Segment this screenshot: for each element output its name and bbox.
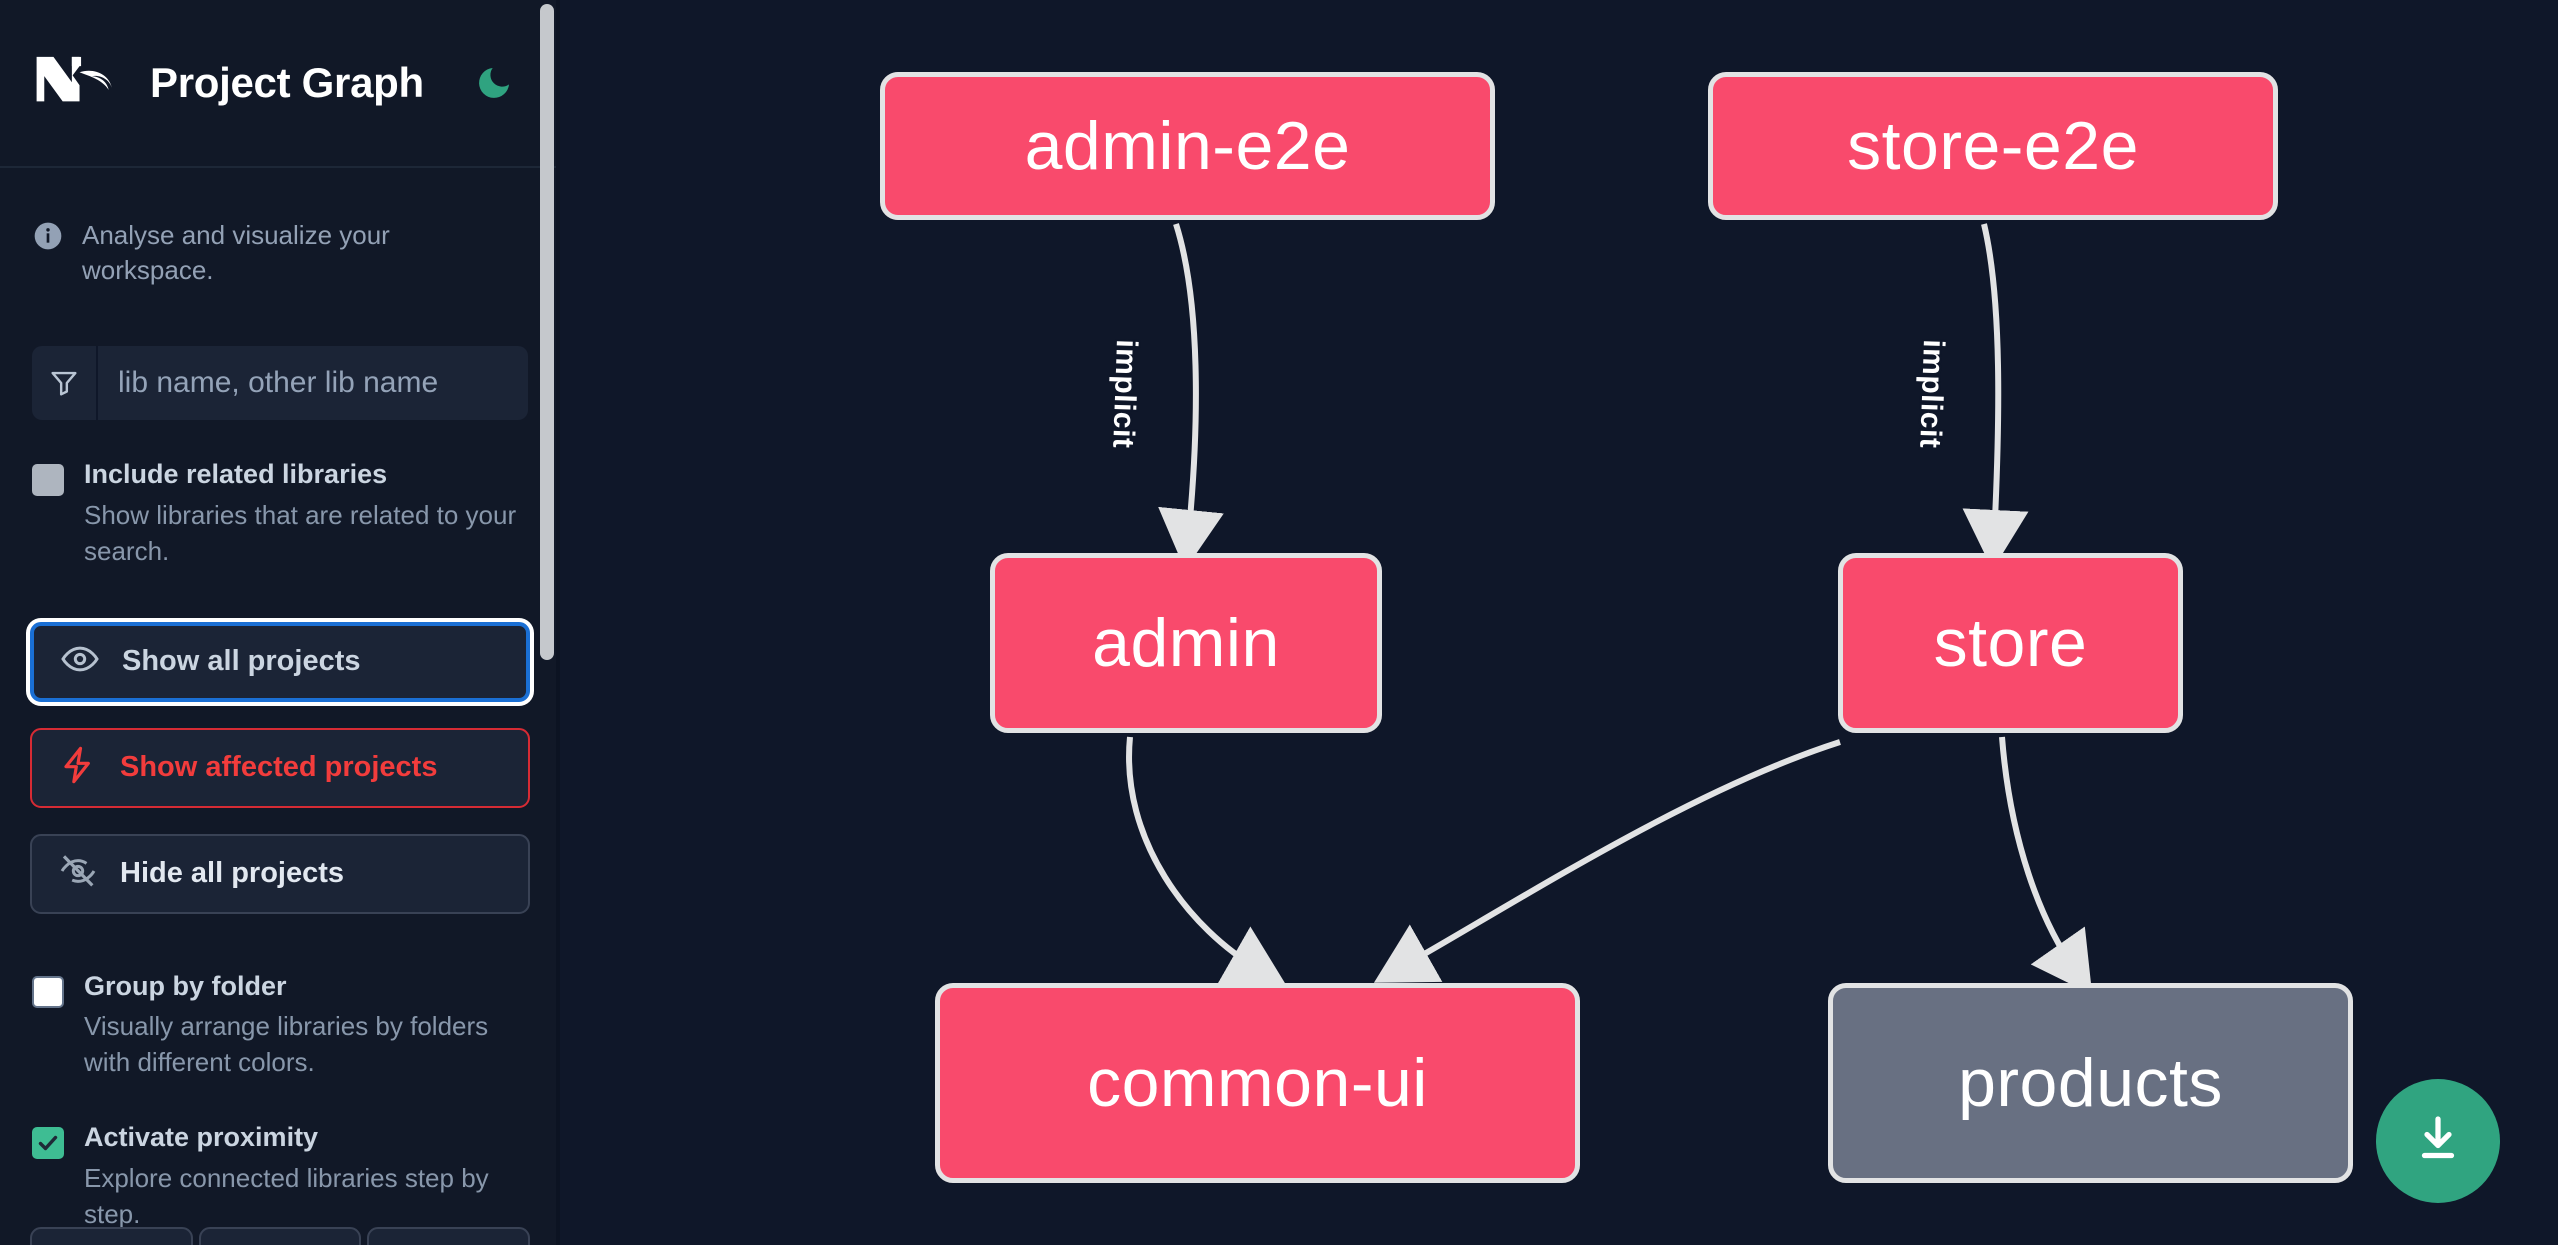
download-image-button[interactable] xyxy=(2376,1079,2500,1203)
help-text: Analyse and visualize your workspace. xyxy=(82,220,390,286)
option-label: Group by folder xyxy=(84,970,287,1001)
node-label: admin xyxy=(1092,605,1280,681)
graph-node-admin-e2e[interactable]: admin-e2e xyxy=(880,72,1495,220)
graph-node-store[interactable]: store xyxy=(1838,553,2183,733)
option-description: Explore connected libraries step by step… xyxy=(84,1162,489,1229)
option-group-by-folder[interactable]: Group by folder Visually arrange librari… xyxy=(32,970,528,1082)
option-description: Show libraries that are related to your … xyxy=(84,499,517,566)
search-input[interactable] xyxy=(98,346,528,421)
moon-icon[interactable] xyxy=(472,61,516,105)
edge-admin-to-common-ui xyxy=(1126,736,1287,985)
hide-all-projects-button[interactable]: Hide all projects xyxy=(30,833,530,914)
bottom-button-1[interactable] xyxy=(30,1227,193,1245)
node-label: common-ui xyxy=(1087,1045,1428,1121)
option-label: Activate proximity xyxy=(84,1122,319,1153)
edge-label-implicit-store: implicit xyxy=(1913,338,1950,449)
graph-node-admin[interactable]: admin xyxy=(990,553,1382,733)
bottom-button-2[interactable] xyxy=(198,1227,362,1245)
download-icon xyxy=(2408,1109,2468,1174)
lightning-bolt-icon xyxy=(58,745,98,790)
eye-icon xyxy=(60,639,100,684)
edge-store-to-common-ui xyxy=(1373,739,1841,983)
checkbox-include-related-libraries[interactable] xyxy=(32,464,64,497)
sidebar-scrollbar-thumb[interactable] xyxy=(540,4,554,660)
bottom-button-group[interactable] xyxy=(30,1227,531,1245)
show-affected-projects-button[interactable]: Show affected projects xyxy=(30,727,530,808)
graph-node-products[interactable]: products xyxy=(1828,983,2353,1183)
sidebar-header: Project Graph xyxy=(0,0,560,168)
bottom-button-3[interactable] xyxy=(367,1227,531,1245)
option-include-related-libraries[interactable]: Include related libraries Show libraries… xyxy=(32,458,528,570)
edge-store-e2e-to-store xyxy=(1962,223,2029,570)
option-label: Include related libraries xyxy=(84,459,388,490)
funnel-filter-icon xyxy=(32,346,98,421)
hide-all-projects-label: Hide all projects xyxy=(120,857,345,890)
option-activate-proximity[interactable]: Activate proximity Explore connected lib… xyxy=(32,1121,528,1233)
graph-node-common-ui[interactable]: common-ui xyxy=(935,983,1580,1183)
sidebar-divider xyxy=(556,0,560,1245)
node-label: store xyxy=(1933,605,2088,681)
edge-label-implicit-admin: implicit xyxy=(1106,338,1143,449)
graph-edges xyxy=(1126,223,2093,995)
edge-admin-e2e-to-admin xyxy=(1158,223,1224,570)
edge-store-to-products xyxy=(1999,736,2093,995)
visibility-button-group: Show all projects Show affected projects xyxy=(30,621,530,914)
option-description: Visually arrange libraries by folders wi… xyxy=(84,1011,489,1078)
checkbox-group-by-folder[interactable] xyxy=(32,975,64,1008)
node-label: admin-e2e xyxy=(1024,108,1351,184)
sidebar: Project Graph Analyse and visualize your… xyxy=(0,0,560,1245)
node-label: products xyxy=(1958,1045,2223,1121)
show-affected-projects-label: Show affected projects xyxy=(120,751,438,784)
info-circle-icon xyxy=(32,220,64,257)
page-title: Project Graph xyxy=(150,59,424,106)
nx-logo xyxy=(32,52,124,114)
node-label: store-e2e xyxy=(1847,108,2139,184)
eye-slash-icon xyxy=(58,851,98,896)
filter-input-wrapper[interactable] xyxy=(32,346,528,421)
graph-canvas[interactable]: admin-e2e store-e2e admin store common-u… xyxy=(560,0,2558,1245)
graph-node-store-e2e[interactable]: store-e2e xyxy=(1708,72,2278,220)
help-row: Analyse and visualize your workspace. xyxy=(0,168,560,288)
show-all-projects-label: Show all projects xyxy=(122,645,361,678)
show-all-projects-button[interactable]: Show all projects xyxy=(30,621,530,702)
checkbox-activate-proximity[interactable] xyxy=(32,1127,64,1160)
